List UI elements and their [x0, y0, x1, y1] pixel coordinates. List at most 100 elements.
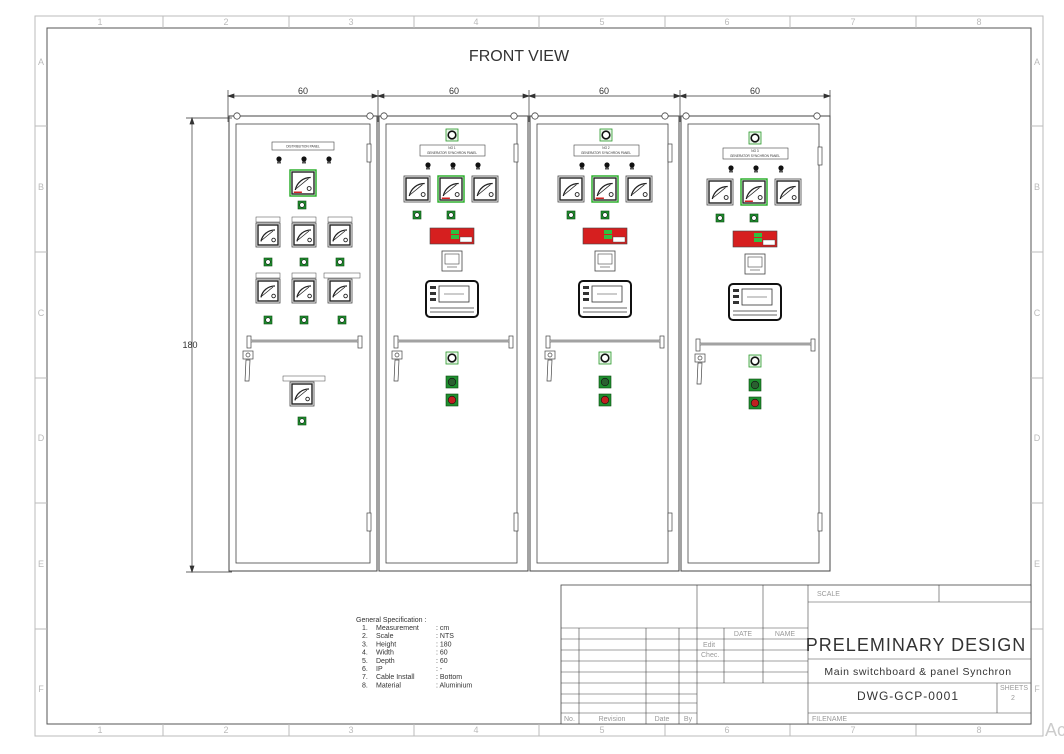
date-label: DATE	[734, 631, 752, 638]
spec-item-number: 6.	[362, 666, 368, 673]
generator-controller	[578, 280, 632, 318]
spec-item-value: : -	[436, 666, 443, 673]
lifting-eye-bolt	[813, 112, 821, 120]
spec-item-label: Width	[376, 650, 394, 657]
col-label: 8	[976, 725, 981, 735]
spec-item-value: : Bottom	[436, 674, 462, 681]
meter-gauge	[255, 222, 281, 248]
drawing-title: FRONT VIEW	[469, 48, 570, 65]
col-label: 2	[223, 17, 228, 27]
spec-item-number: 2.	[362, 633, 368, 640]
door-handle-bar	[393, 335, 514, 349]
row-label: B	[1034, 182, 1040, 192]
col-label: 7	[850, 725, 855, 735]
spec-item-value: : Aluminium	[436, 682, 472, 689]
meter-gauge	[591, 175, 619, 203]
col-label: 4	[473, 17, 478, 27]
sheets-value: 2	[1011, 695, 1015, 702]
height-dimension: 180	[182, 340, 197, 350]
col-label: 7	[850, 17, 855, 27]
spec-item-value: : 180	[436, 641, 452, 648]
door-hinge	[817, 146, 823, 166]
col-label: 1	[97, 725, 102, 735]
pilot-lamp	[778, 165, 784, 173]
selector-switch	[600, 210, 610, 220]
col-label: 8	[976, 17, 981, 27]
door-hinge	[817, 512, 823, 532]
door-hinge	[667, 143, 673, 163]
meter-gauge	[706, 178, 734, 206]
generator-panel-1-number: NO 1	[448, 146, 456, 150]
column-labels-bottom: 1 2 3 4 5 6 7 8	[97, 725, 981, 735]
door-lock-handle	[694, 353, 706, 385]
meter-label-box	[282, 375, 326, 382]
generator-panel-2-number: NO 2	[602, 146, 610, 150]
meter-gauge	[289, 169, 317, 197]
spec-item-label: Depth	[376, 658, 395, 665]
spec-item-value: : 60	[436, 658, 448, 665]
pilot-lamp	[425, 162, 431, 170]
generator-panel-2-label: GENERATOR SYNCHRON PANEL	[581, 151, 631, 155]
selector-switch	[412, 210, 422, 220]
spec-item-number: 8.	[362, 682, 368, 689]
meter-gauge	[327, 278, 353, 304]
row-labels-right: A B C D E F	[1034, 57, 1041, 694]
lifting-eye-bolt	[682, 112, 690, 120]
meter-label-box	[323, 272, 361, 279]
zone-ticks	[35, 16, 1043, 736]
generator-panel-1: NO 1 GENERATOR SYNCHRON PANEL	[378, 115, 529, 572]
meter-gauge	[255, 278, 281, 304]
pilot-lamp	[475, 162, 481, 170]
spec-item-label: Measurement	[376, 625, 419, 632]
width-dimension-3: 60	[599, 86, 609, 96]
selector-switch	[715, 213, 725, 223]
meter-gauge	[774, 178, 802, 206]
lifting-eye-bolt	[661, 112, 669, 120]
meter-label-box	[255, 272, 281, 279]
door-hinge	[667, 512, 673, 532]
row-label: E	[38, 559, 44, 569]
by-column-label: By	[684, 716, 693, 723]
start-push-button	[748, 378, 762, 392]
synchroscope-indicator	[732, 230, 778, 248]
meter-gauge	[740, 178, 768, 206]
synchroscope-indicator	[429, 227, 475, 245]
width-dimension-2: 60	[449, 86, 459, 96]
row-label: A	[38, 57, 44, 67]
meter-gauge	[557, 175, 585, 203]
selector-switch	[297, 416, 307, 426]
row-label: C	[1034, 308, 1041, 318]
pilot-lamp	[301, 156, 307, 164]
power-meter-display	[594, 250, 616, 272]
row-label: D	[38, 433, 45, 443]
generator-panel-3-number: NO 3	[751, 149, 759, 153]
edit-label: Edit	[703, 642, 715, 649]
row-labels-left: A B C D E F	[38, 57, 45, 694]
row-label: E	[1034, 559, 1040, 569]
col-label: 2	[223, 725, 228, 735]
project-title: PRELEMINARY DESIGN	[806, 635, 1026, 655]
spec-item-label: IP	[376, 666, 383, 673]
emergency-stop-button	[599, 128, 613, 142]
meter-label-box	[291, 216, 317, 223]
col-label: 5	[599, 725, 604, 735]
height-dimension-lines	[186, 116, 232, 574]
generator-panel-3: NO 3 GENERATOR SYNCHRON PANEL	[680, 115, 831, 572]
selector-switch	[299, 315, 309, 325]
spec-item-label: Cable Install	[376, 674, 415, 681]
meter-label-box	[327, 216, 353, 223]
row-label: C	[38, 308, 45, 318]
spec-item-value: : cm	[436, 625, 449, 632]
revision-label: Revision	[599, 716, 626, 723]
generator-controller	[425, 280, 479, 318]
meter-gauge	[437, 175, 465, 203]
door-hinge	[513, 512, 519, 532]
col-label: 5	[599, 17, 604, 27]
selector-switch	[446, 210, 456, 220]
meter-gauge	[327, 222, 353, 248]
emergency-stop-button	[445, 351, 459, 365]
selector-switch	[566, 210, 576, 220]
spec-item-number: 4.	[362, 650, 368, 657]
width-dimensions	[226, 90, 832, 122]
